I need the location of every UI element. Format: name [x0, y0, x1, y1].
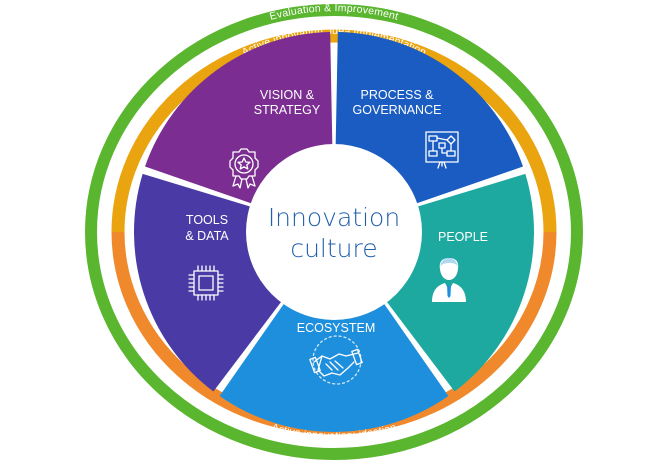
flowchart-icon	[425, 131, 459, 169]
award-badge-icon	[229, 148, 259, 189]
tools-label-line2: & DATA	[185, 229, 229, 243]
upper-ring-implementation	[111, 29, 557, 233]
vision-label-line1: VISION &	[260, 88, 315, 102]
process-label-line1: PROCESS &	[361, 88, 435, 102]
center-label-line1: Innovation	[268, 203, 400, 232]
process-label-line2: GOVERNANCE	[353, 103, 442, 117]
chip-icon	[188, 265, 224, 301]
people-label: PEOPLE	[438, 230, 488, 244]
outer-ring-evaluation	[85, 4, 583, 460]
person-icon	[432, 258, 466, 302]
ecosystem-label: ECOSYSTEM	[297, 321, 376, 335]
center-circle	[246, 144, 422, 320]
vision-label-line2: STRATEGY	[254, 103, 321, 117]
tools-label-line1: TOOLS	[186, 213, 228, 227]
center-label-line2: culture	[290, 234, 377, 263]
handshake-icon	[309, 335, 363, 385]
